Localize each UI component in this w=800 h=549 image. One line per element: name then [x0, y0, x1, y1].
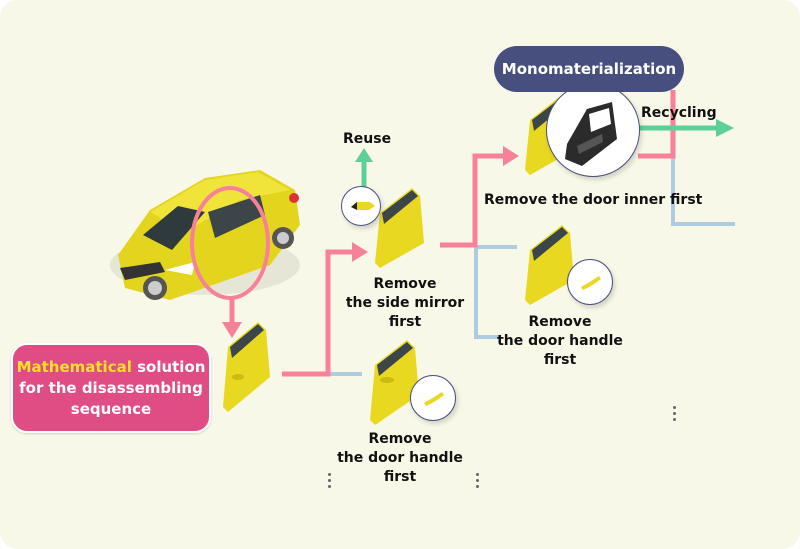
recycling-label: Recycling [641, 105, 717, 121]
ellipsis-icon [673, 406, 676, 424]
door-icon-door-handle-lower [370, 340, 419, 425]
selected-path-to-mirror [282, 249, 352, 377]
ellipsis-icon [476, 473, 479, 491]
door-icon-side-mirror [375, 188, 424, 268]
door-handle-bubble-upper [567, 259, 613, 305]
monomaterialization-pill: Monomaterialization [494, 46, 684, 92]
solution-line3: sequence [70, 399, 152, 418]
arrow-head-to-mirror-door [352, 242, 368, 262]
door-handle-icon [581, 276, 601, 290]
selected-path-after-inner [638, 90, 676, 159]
side-mirror-icon [351, 202, 375, 210]
ellipsis-icon [328, 473, 331, 491]
step-label-side-mirror: Remove the side mirror first [345, 276, 465, 330]
door-handle-icon [424, 392, 444, 406]
selected-path [229, 87, 735, 377]
step-label-door-handle-lower: Remove the door handle first [337, 431, 463, 485]
door-inner-icon [565, 102, 617, 166]
selected-path-to-inner [440, 153, 503, 248]
solution-line1: solution [131, 357, 206, 376]
step-label-door-handle-upper: Remove the door handle first [497, 314, 623, 368]
alt-path-mid-vertical [474, 247, 500, 339]
car-icon [110, 170, 300, 300]
outcome-arrows [355, 119, 734, 188]
alt-path-top-vertical [671, 155, 735, 226]
arrow-head-down [222, 322, 242, 338]
reuse-label: Reuse [343, 131, 392, 147]
alternative-paths [328, 153, 735, 465]
solution-line2: for the disassembling [19, 378, 203, 397]
arrow-head-to-inner-door [503, 146, 519, 166]
door-icon-start [223, 322, 270, 412]
solution-box: Mathematical solution for the disassembl… [11, 343, 211, 433]
highlight-circle [190, 186, 270, 300]
step-label-door-inner: Remove the door inner first [484, 192, 703, 208]
door-handle-bubble-lower [410, 375, 456, 421]
door-inner-bubble [546, 83, 640, 177]
door-icon-door-handle-upper [525, 225, 574, 305]
reuse-arrow-head [355, 148, 373, 162]
recycling-arrow-head [716, 119, 734, 137]
solution-highlight: Mathematical [16, 357, 132, 376]
monomaterialization-label: Monomaterialization [501, 60, 677, 78]
side-mirror-bubble [341, 186, 381, 226]
